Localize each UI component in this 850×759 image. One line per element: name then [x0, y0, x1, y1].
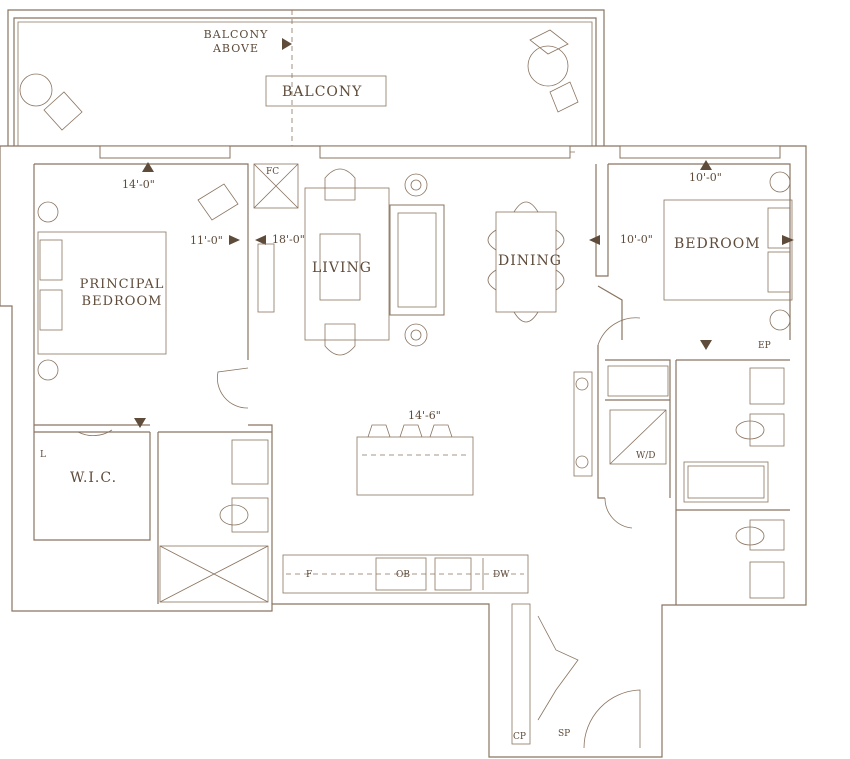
second-bed: [663, 171, 793, 331]
oven-label: OB: [396, 570, 410, 580]
dimension-arrows: [134, 38, 794, 428]
cp-label: CP: [513, 732, 526, 742]
balcony-above-label: BALCONY ABOVE: [203, 28, 269, 55]
sp-label: SP: [558, 729, 571, 739]
ep-label: EP: [758, 341, 771, 351]
windows: [99, 145, 781, 159]
principal-bedroom-label: PRINCIPAL BEDROOM: [79, 277, 165, 309]
balcony-label: BALCONY: [282, 84, 363, 100]
linen-label: L: [40, 450, 46, 460]
dim-kitchen-width: 14'-6": [408, 409, 441, 422]
fridge-label: F: [306, 570, 313, 580]
dining-label: DINING: [498, 253, 562, 269]
interior-walls: [33, 345, 790, 605]
kitchen: [282, 424, 529, 594]
balcony-area: [7, 9, 605, 146]
column-details: [253, 163, 593, 745]
dim-bedroom-width: 10'-0": [689, 171, 722, 184]
second-bath: [607, 365, 785, 599]
balcony-furniture: [19, 29, 579, 131]
dining-table: [487, 201, 565, 323]
doors: [77, 317, 641, 749]
principal-bed: [37, 183, 239, 381]
fc-label: FC: [266, 167, 280, 177]
dim-principal-depth: 11'-0": [190, 234, 223, 247]
wd-label: W/D: [636, 451, 656, 461]
wic-label: W.I.C.: [70, 470, 118, 486]
dim-principal-width: 14'-0": [122, 178, 155, 191]
principal-bath: [159, 439, 269, 603]
dishwasher-label: DW: [493, 570, 510, 580]
living-label: LIVING: [312, 260, 372, 276]
dim-bedroom-depth: 10'-0": [620, 233, 653, 246]
dim-living-depth: 18'-0": [272, 233, 305, 246]
living-furniture: [304, 168, 445, 356]
bedroom-label: BEDROOM: [674, 236, 761, 252]
